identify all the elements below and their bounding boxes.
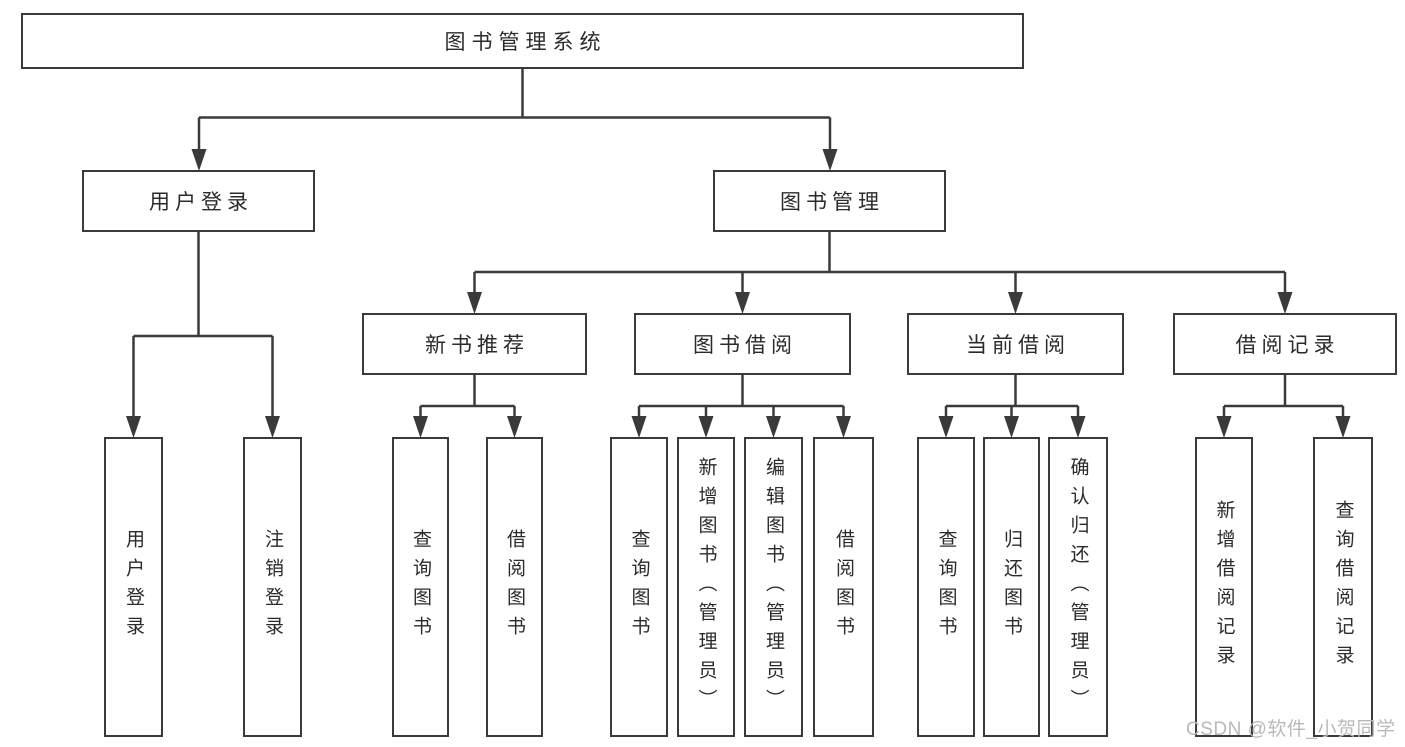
node-current-borrowing: 当前借阅 [907, 313, 1124, 375]
node-book-management-branch: 图书管理 [713, 170, 946, 232]
node-label: 查询图书 [628, 529, 650, 645]
node-label: 新书推荐 [425, 334, 529, 357]
leaf-borrow-books-recommend: 借阅图书 [486, 437, 543, 737]
node-label: 确认归还（管理员） [1067, 456, 1089, 718]
leaf-query-books-recommend: 查询图书 [392, 437, 449, 737]
node-label: 图书管理 [780, 191, 884, 214]
node-label: 编辑图书（管理员） [763, 456, 784, 718]
leaf-add-borrow-record: 新增借阅记录 [1195, 437, 1253, 737]
node-label: 查询借阅记录 [1332, 500, 1354, 674]
node-book-borrowing: 图书借阅 [634, 313, 851, 375]
node-label: 注销登录 [262, 529, 283, 645]
node-label: 当前借阅 [966, 334, 1070, 357]
node-new-book-recommend: 新书推荐 [362, 313, 587, 375]
node-user-login-branch: 用户登录 [82, 170, 315, 232]
node-label: 借阅图书 [504, 529, 525, 645]
node-root-system: 图书管理系统 [21, 13, 1024, 69]
leaf-logout: 注销登录 [243, 437, 302, 737]
leaf-borrow-books-borrowing: 借阅图书 [813, 437, 874, 737]
leaf-user-login: 用户登录 [104, 437, 163, 737]
leaf-add-books-admin: 新增图书（管理员） [677, 437, 735, 737]
node-label: 用户登录 [149, 191, 253, 214]
node-label: 新增借阅记录 [1213, 500, 1235, 674]
leaf-confirm-return-admin: 确认归还（管理员） [1048, 437, 1108, 737]
leaf-return-books: 归还图书 [983, 437, 1040, 737]
node-label: 用户登录 [123, 529, 144, 645]
node-label: 图书管理系统 [444, 31, 607, 54]
node-borrow-records: 借阅记录 [1173, 313, 1397, 375]
node-label: 新增图书（管理员） [695, 456, 717, 718]
leaf-edit-books-admin: 编辑图书（管理员） [744, 437, 803, 737]
node-label: 查询图书 [935, 529, 957, 645]
node-label: 图书借阅 [693, 334, 797, 357]
node-label: 查询图书 [410, 529, 431, 645]
node-label: 借阅记录 [1235, 334, 1340, 357]
leaf-query-borrow-record: 查询借阅记录 [1313, 437, 1373, 737]
node-label: 借阅图书 [833, 529, 854, 645]
leaf-query-books-borrowing: 查询图书 [610, 437, 668, 737]
csdn-watermark: CSDN @软件_小贺同学 [1186, 719, 1396, 740]
leaf-query-books-current: 查询图书 [917, 437, 975, 737]
node-label: 归还图书 [1001, 529, 1022, 645]
